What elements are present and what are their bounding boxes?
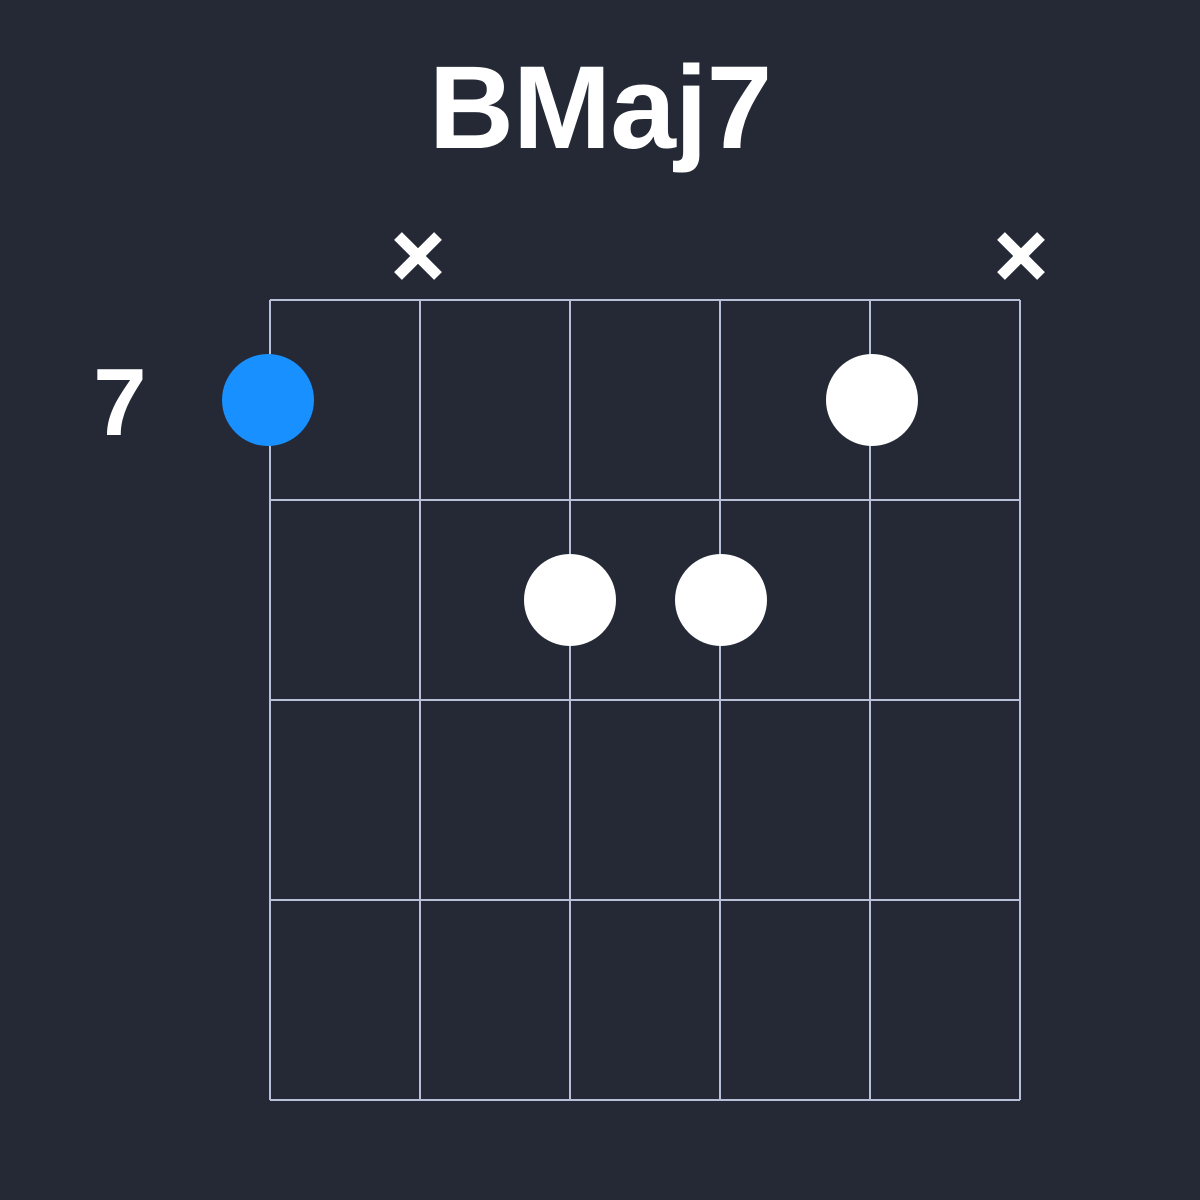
start-fret-label: 7 [93,349,147,456]
finger-dot [524,554,616,646]
root-finger-dot [222,354,314,446]
chord-title: BMaj7 [428,42,773,174]
finger-dot [675,554,767,646]
muted-string-icon [997,232,1045,280]
muted-string-icon [394,232,442,280]
finger-dot [826,354,918,446]
